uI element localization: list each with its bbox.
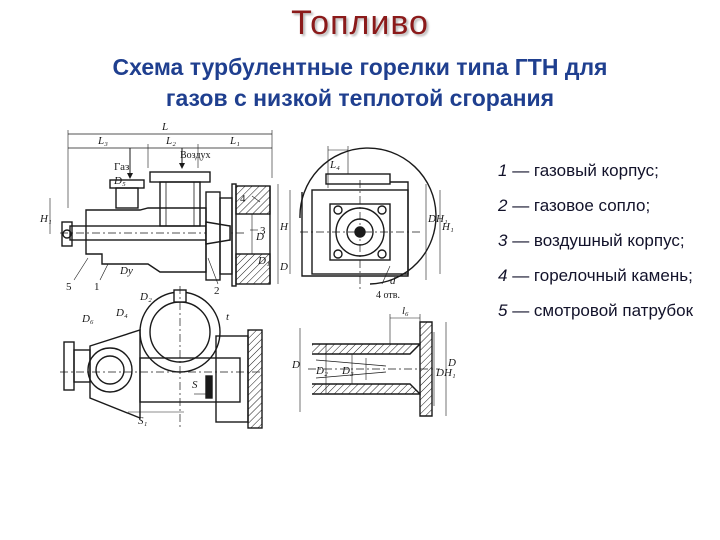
part-2-label: 2: [214, 285, 220, 297]
dim-h1-front: H₁: [441, 221, 454, 233]
dim-dh1: DH₁: [427, 213, 448, 225]
side-section-view: [49, 130, 279, 287]
part-5-label: 5: [66, 281, 72, 293]
dim-d4: D₄: [115, 307, 128, 319]
subtitle-line-1: Схема турбулентные горелки типа ГТН для: [112, 54, 608, 80]
dim-s1: S₁: [138, 415, 148, 427]
subtitle-line-2: газов с низкой теплотой сгорания: [165, 85, 555, 111]
front-view: [289, 146, 441, 290]
dim-l: L: [161, 121, 168, 133]
legend-item-2: 2 — газовое сопло;: [498, 196, 651, 215]
dim-dh1-stone: DH₁: [435, 367, 456, 379]
dim-small-d: d: [390, 275, 396, 287]
dim-s: S: [192, 379, 198, 391]
dim-d1: D₁: [257, 255, 270, 267]
dim-h: H: [279, 221, 289, 233]
dim-dy: Dy: [119, 265, 133, 277]
dim-l6: l₆: [402, 305, 409, 317]
legend-item-5: 5 — смотровой патрубок: [498, 301, 694, 320]
dim-d: D: [255, 231, 264, 243]
holes-label: 4 отв.: [376, 290, 400, 301]
dim-d2-stone: D₂: [315, 365, 328, 377]
part-3-label: 3: [260, 225, 266, 237]
slide-title: Топливо: [291, 4, 429, 42]
part-1-label: 1: [94, 281, 100, 293]
air-label: Воздух: [180, 150, 211, 161]
legend: 1 — газовый корпус; 2 — газовое сопло; 3…: [498, 160, 708, 335]
dim-l3: L₃: [97, 135, 108, 147]
gas-label: Газ: [114, 161, 129, 173]
legend-item-4: 4 — горелочный камень;: [498, 266, 693, 285]
burner-drawing: L L₃ L₂ L₁ Газ Воздух D₅ H₁ H D D₁ Dy 4 …: [39, 121, 456, 429]
dim-d-stone: D: [447, 357, 456, 369]
dim-d2: D₂: [139, 291, 152, 303]
dim-d-front: D: [279, 261, 288, 273]
dim-d5: D₅: [113, 175, 126, 187]
dim-l4: L₄: [329, 159, 340, 171]
dim-d6: D₆: [81, 313, 94, 325]
dim-d3-stone: D: [291, 359, 300, 371]
part-4-label: 4: [240, 193, 246, 205]
top-view: [60, 286, 263, 429]
slide-subtitle: Схема турбулентные горелки типа ГТН для …: [40, 52, 680, 114]
dim-d3-inner: D₃: [341, 365, 354, 377]
dim-l2: L₂: [165, 135, 176, 147]
dim-l1: L₁: [229, 135, 240, 147]
legend-item-1: 1 — газовый корпус;: [498, 161, 659, 180]
dim-h1: H₁: [39, 213, 52, 225]
legend-item-3: 3 — воздушный корпус;: [498, 231, 685, 250]
stone-section-view: [299, 314, 447, 417]
dim-t: t: [226, 311, 230, 323]
